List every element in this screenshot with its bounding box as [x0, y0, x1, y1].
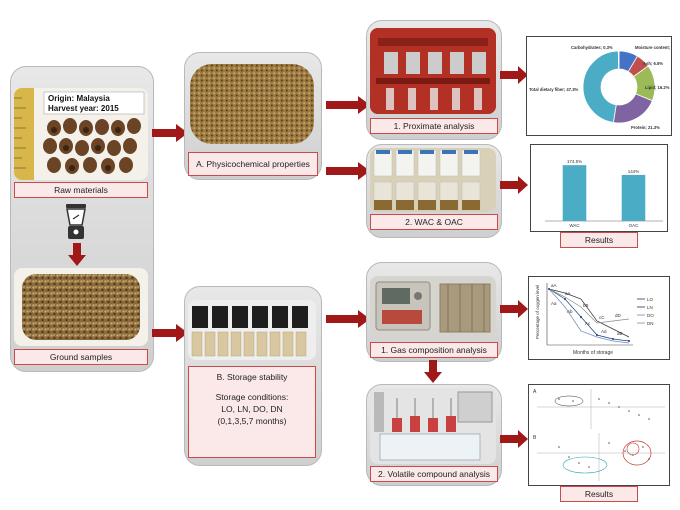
ground-samples-photo: [14, 268, 148, 346]
line-xlabel: Months of storage: [573, 350, 613, 356]
arrow-to-wac: [326, 162, 370, 185]
line-legend: LO LN DO DN: [637, 297, 654, 326]
series-dn-line: [548, 288, 630, 324]
bar-value-label: 144%: [628, 169, 640, 174]
arrow-down-raw: [68, 243, 86, 272]
storage-conditions-title: Storage conditions:: [215, 392, 289, 402]
line-chart-box: aA aA bB cC dD Aa Ab Ac Ad aB Percentage…: [528, 276, 670, 360]
annotation-Ac: Ac: [585, 321, 591, 326]
bar-oac: [621, 174, 646, 221]
proximate-photo: [370, 28, 496, 114]
donut-slice-label: Carbohydrates; 0.3%: [571, 45, 613, 50]
series-ln-line: [548, 288, 630, 338]
volatile-photo: [370, 388, 496, 464]
annotation-Aa: Aa: [551, 301, 557, 306]
legend-do: DO: [647, 313, 654, 318]
gas-label: 1. Gas composition analysis: [370, 342, 498, 358]
bar-chart: 174.5% WAC 144% OAC: [545, 159, 663, 228]
line-ylabel: Percentage of oxygen level: [535, 285, 540, 339]
bar-chart-box: 174.5% WAC 144% OAC: [530, 144, 668, 232]
donut-slice: [582, 50, 620, 124]
arrow-to-pca: [500, 430, 528, 453]
legend-lo: LO: [647, 297, 654, 302]
arrow-to-donut: [500, 66, 528, 89]
arrow-to-line: [500, 300, 528, 323]
storage-photo: [188, 300, 316, 360]
donut-slice-label: Lipid; 16.2%: [645, 85, 670, 90]
donut-slice: [617, 50, 620, 70]
pca-panel-b: B: [533, 435, 537, 441]
storage-title: B. Storage stability: [216, 372, 288, 382]
annotation-dD: dD: [615, 313, 622, 318]
gas-photo: [370, 276, 496, 338]
volatile-label: 2. Volatile compound analysis: [370, 466, 498, 482]
blender-icon: [64, 203, 88, 241]
bar-category-label: OAC: [629, 223, 640, 228]
raw-nuts-image: [14, 88, 145, 180]
harvest-year-text: Harvest year: 2015: [48, 104, 119, 113]
pca-panel-a: A: [533, 389, 537, 395]
donut-slice: [612, 93, 653, 124]
annotation-aA: aA: [551, 283, 557, 288]
arrow-to-proximate: [326, 96, 370, 119]
raw-materials-label: Raw materials: [14, 182, 148, 198]
results-label-1: Results: [560, 232, 638, 248]
series-lo-line: [548, 288, 630, 342]
origin-text: Origin: Malaysia: [48, 94, 110, 103]
annotation-aA-2: aA: [565, 291, 571, 296]
raw-materials-photo: [14, 88, 148, 180]
arrow-to-bars: [500, 176, 528, 199]
storage-conditions-list: LO, LN, DO, DN: [221, 404, 283, 414]
ground-samples-label: Ground samples: [14, 349, 148, 365]
legend-ln: LN: [647, 305, 653, 310]
storage-months: (0,1,3,5,7 months): [217, 416, 287, 426]
donut-slice-label: Moisture content; 8.6%: [635, 45, 671, 50]
annotation-aB: aB: [617, 331, 623, 336]
annotation-Ad: Ad: [601, 329, 607, 334]
annotation-cC: cC: [599, 315, 605, 320]
physico-label: A. Physicochemical properties: [188, 152, 318, 176]
annotation-Ab: Ab: [567, 309, 573, 314]
arrow-down-gas: [424, 360, 442, 389]
donut-slice-label: Total dietary fiber; 47.3%: [529, 87, 579, 92]
wac-photo: [370, 148, 496, 212]
bar-value-label: 174.5%: [567, 159, 582, 164]
series-do-line: [548, 288, 630, 344]
physico-photo: [188, 62, 316, 146]
wac-label: 2. WAC & OAC: [370, 214, 498, 230]
bar-wac: [562, 165, 587, 221]
pca-chart: A B: [533, 389, 665, 481]
donut-slice-label: Protein; 21.3%: [631, 125, 660, 130]
pca-chart-box: A B: [528, 384, 670, 486]
results-label-2: Results: [560, 486, 638, 502]
donut-chart-box: Moisture content; 8.6% Ash; 6.5% Lipid; 16…: [526, 36, 680, 136]
arrow-to-gas: [326, 310, 370, 333]
storage-label-box: B. Storage stability Storage conditions:…: [188, 366, 316, 458]
legend-dn: DN: [647, 321, 654, 326]
arrow-to-storage: [152, 324, 188, 347]
bar-category-label: WAC: [569, 223, 580, 228]
donut-slice-label: Ash; 6.5%: [643, 61, 663, 66]
annotation-bB: bB: [583, 303, 589, 308]
donut-chart: Moisture content; 8.6% Ash; 6.5% Lipid; 16…: [529, 45, 680, 130]
proximate-label: 1. Proximate analysis: [370, 118, 498, 134]
line-chart: aA aA bB cC dD Aa Ab Ac Ad aB Percentage…: [535, 283, 654, 356]
arrow-to-physico: [152, 124, 188, 147]
